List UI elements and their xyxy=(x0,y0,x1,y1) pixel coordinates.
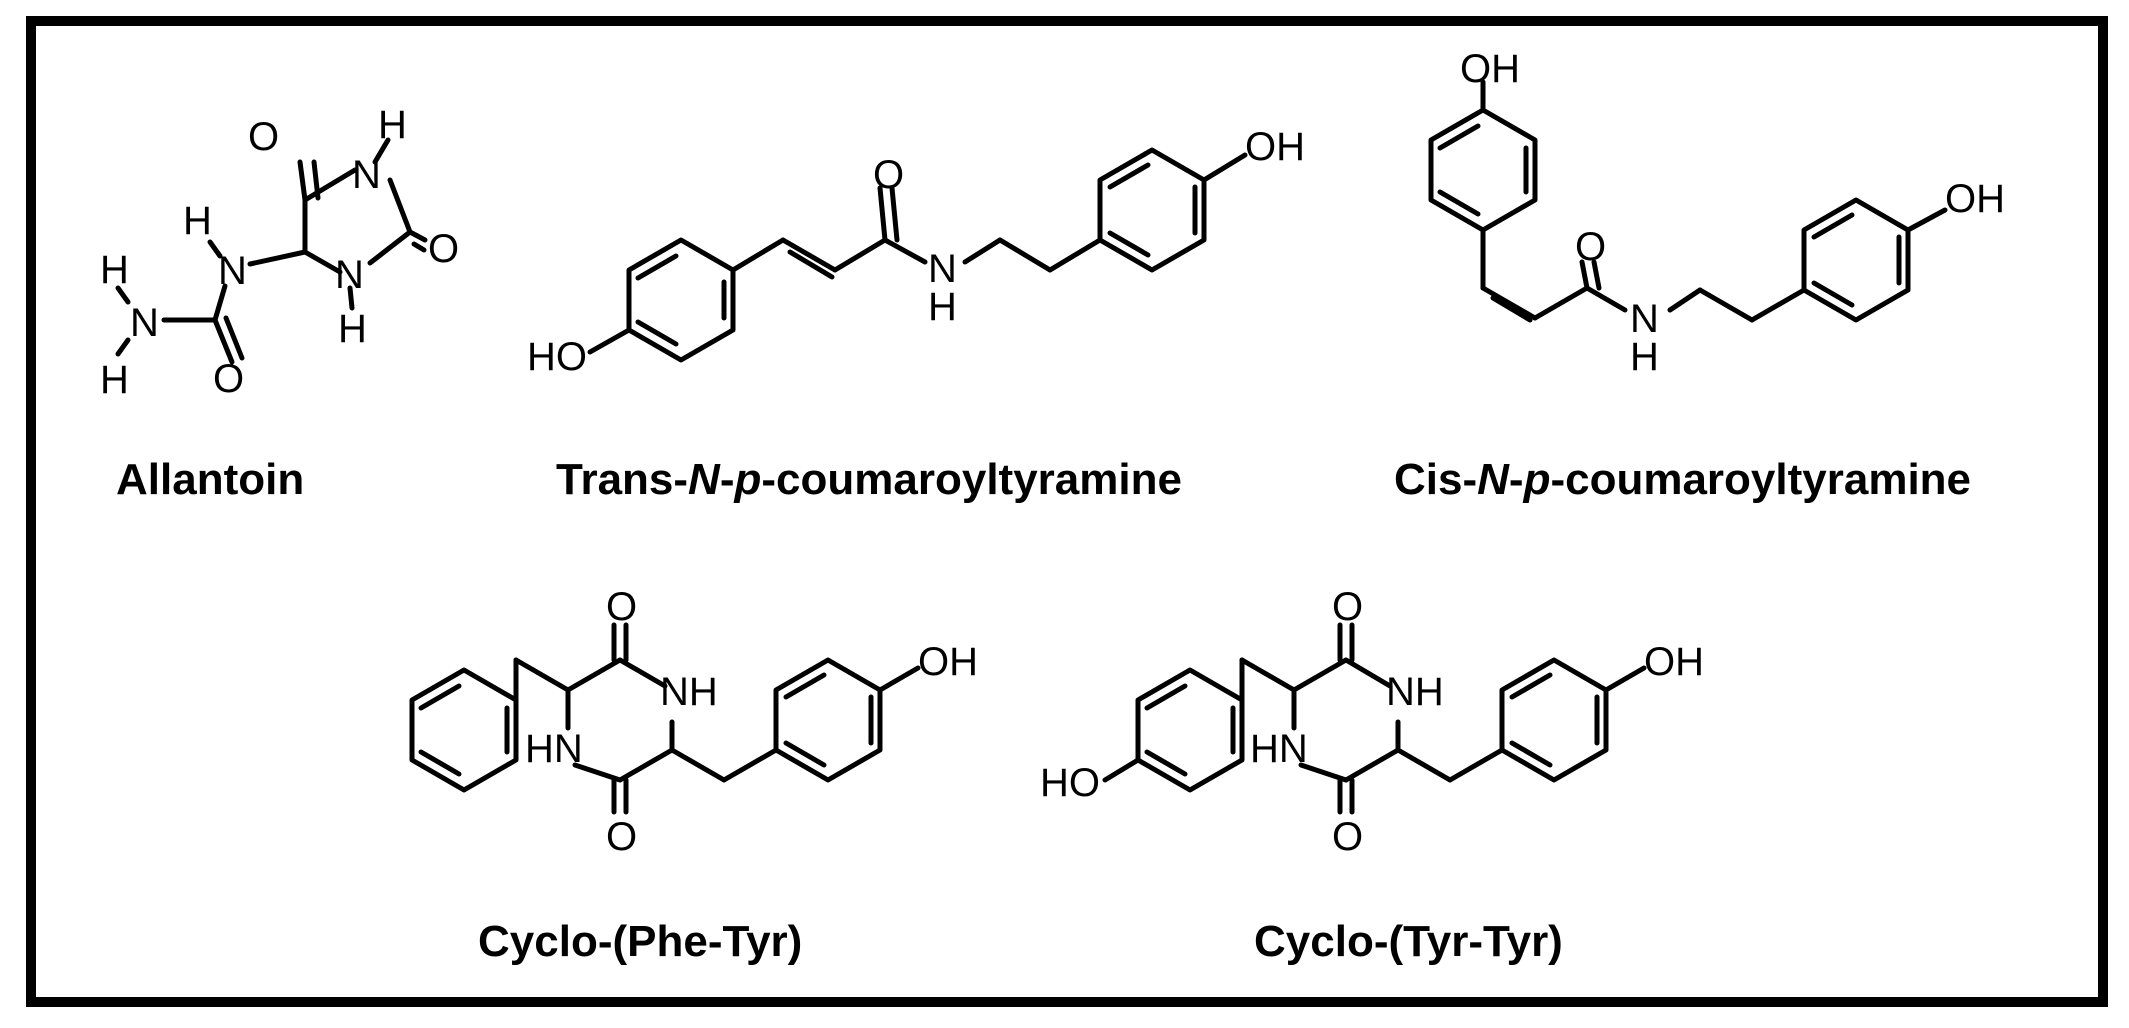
atom-hn: HN xyxy=(525,727,583,771)
atom-o: O xyxy=(606,585,637,629)
name-p: p xyxy=(1523,455,1551,504)
atom-o: O xyxy=(873,153,904,197)
atom-nh: NH xyxy=(660,670,718,714)
name-n: N xyxy=(688,455,721,504)
name-suffix: -coumaroyltyramine xyxy=(761,455,1182,504)
atom-h: H xyxy=(378,103,407,147)
name-prefix: Cis- xyxy=(1394,455,1477,504)
trans-coumaroyltyramine-structure: HO O N H OH xyxy=(527,125,1305,379)
atom-hn: HN xyxy=(1250,727,1308,771)
atom-oh: OH xyxy=(1245,125,1305,169)
atom-o: O xyxy=(248,115,279,159)
cyclo-tyr-tyr-structure: HO O NH HN O OH xyxy=(1040,585,1704,859)
name-p: p xyxy=(733,455,761,504)
atom-ho: HO xyxy=(527,335,587,379)
atom-h: H xyxy=(183,199,212,243)
atom-oh: OH xyxy=(1460,47,1520,91)
atom-h: H xyxy=(928,285,957,329)
atom-ho: HO xyxy=(1040,761,1100,805)
name-suffix: -coumaroyltyramine xyxy=(1550,455,1971,504)
compound-name-cis: Cis-N-p-coumaroyltyramine xyxy=(1394,455,1971,504)
atom-o: O xyxy=(428,227,459,271)
name-prefix: Trans- xyxy=(556,455,688,504)
atom-o: O xyxy=(213,357,244,401)
compound-name-cyclo-phe-tyr: Cyclo-(Phe-Tyr) xyxy=(478,917,802,966)
atom-o: O xyxy=(1575,225,1606,269)
compound-name-trans: Trans-N-p-coumaroyltyramine xyxy=(556,455,1182,504)
cis-coumaroyltyramine-structure: OH O N H OH xyxy=(1428,47,2005,379)
figure-border xyxy=(26,16,2108,1007)
compound-name-cyclo-tyr-tyr: Cyclo-(Tyr-Tyr) xyxy=(1254,917,1563,966)
atom-o: O xyxy=(1332,815,1363,859)
atom-o: O xyxy=(1332,585,1363,629)
atom-n: N xyxy=(130,301,159,345)
atom-h: H xyxy=(338,307,367,351)
atom-n: N xyxy=(218,249,247,293)
atom-h: H xyxy=(100,248,129,292)
atom-nh: NH xyxy=(1386,670,1444,714)
cyclo-phe-tyr-structure: O NH HN O OH xyxy=(409,585,978,859)
atom-oh: OH xyxy=(1945,177,2005,221)
name-n: N xyxy=(1477,455,1510,504)
atom-n: N xyxy=(335,253,364,297)
atom-h: H xyxy=(100,358,129,402)
atom-n: N xyxy=(352,153,381,197)
atom-oh: OH xyxy=(918,640,978,684)
atom-n: N xyxy=(1630,297,1659,341)
allantoin-structure: O N H O N H H N O H N H xyxy=(100,103,459,402)
name-dash: - xyxy=(720,455,735,504)
atom-h: H xyxy=(1630,335,1659,379)
atom-oh: OH xyxy=(1644,640,1704,684)
atom-o: O xyxy=(606,815,637,859)
name-dash: - xyxy=(1509,455,1524,504)
atom-n: N xyxy=(928,247,957,291)
compound-name-allantoin: Allantoin xyxy=(116,455,304,504)
